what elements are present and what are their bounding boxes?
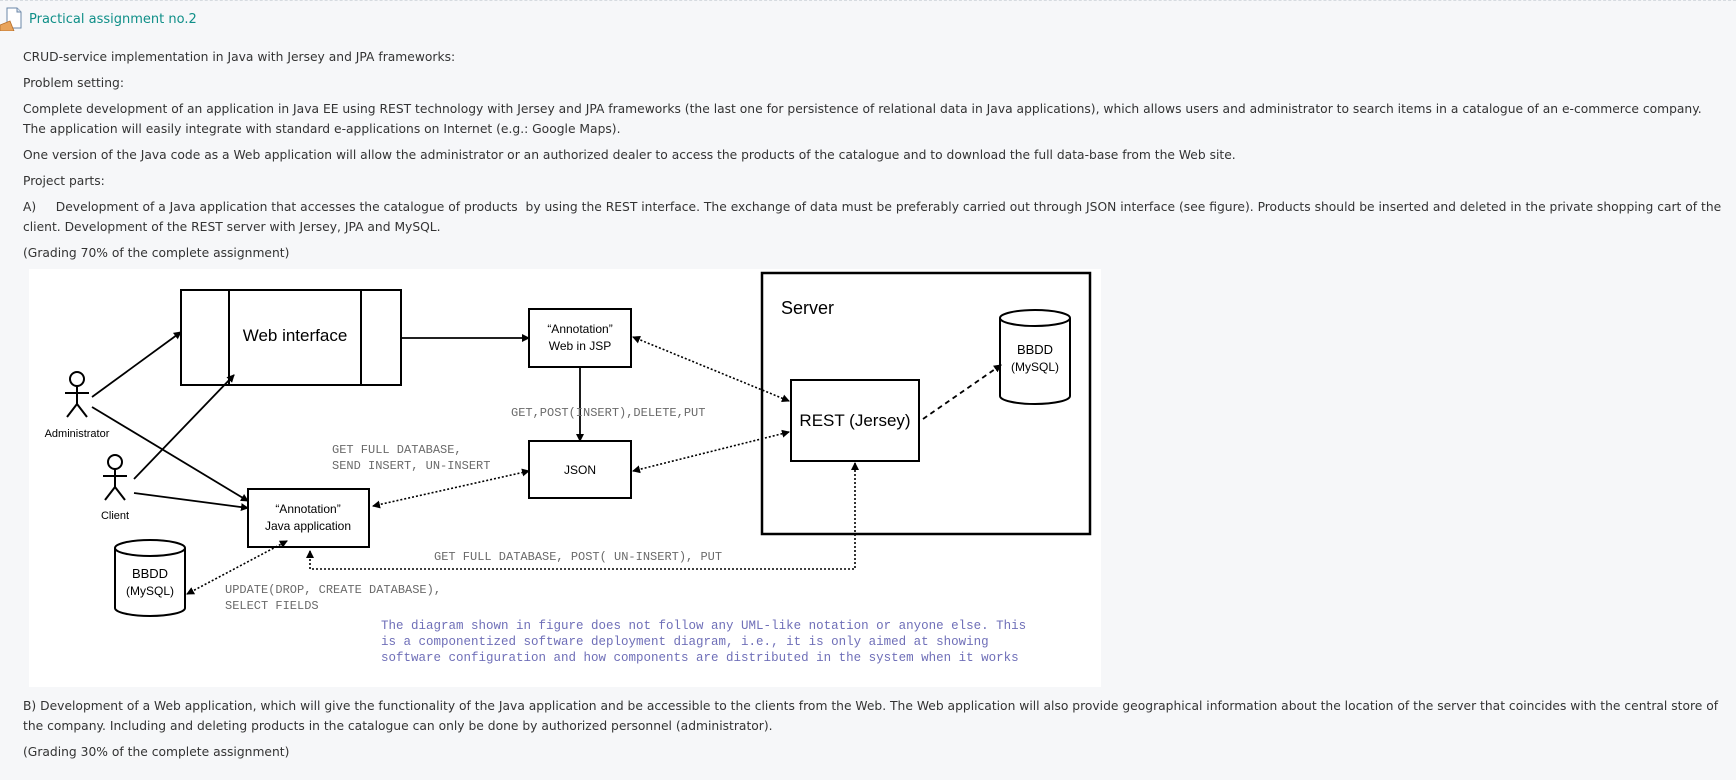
get-full-label-2: SEND INSERT, UN-INSERT [332, 459, 490, 473]
local-db-label-2: (MySQL) [126, 584, 174, 598]
part-a-grading: (Grading 70% of the complete assignment) [23, 246, 290, 260]
local-database-icon: BBDD (MySQL) [114, 539, 186, 617]
administrator-label: Administrator [45, 428, 110, 440]
rest-box: REST (Jersey) [790, 379, 920, 462]
get-full-post-label: GET FULL DATABASE, POST( UN-INSERT), PUT [434, 550, 722, 564]
json-box: JSON [528, 440, 632, 499]
diagram-note-1: The diagram shown in figure does not fol… [381, 619, 1026, 633]
assignment-title-link[interactable]: Practical assignment no.2 [29, 11, 197, 27]
server-database-icon: BBDD (MySQL) [999, 309, 1071, 405]
server-db-label-2: (MySQL) [1011, 360, 1059, 374]
rest-label: REST (Jersey) [799, 411, 910, 430]
annotation-java-label-1: “Annotation” [275, 502, 340, 516]
json-label: JSON [564, 463, 596, 477]
annotation-jsp-box: “Annotation” Web in JSP [528, 308, 632, 368]
annotation-jsp-label-2: Web in JSP [549, 339, 611, 353]
rest-to-db-arrow [922, 364, 1002, 420]
problem-setting-heading: Problem setting: [23, 76, 124, 90]
document-icon [0, 7, 22, 31]
web-interface-label: Web interface [243, 326, 348, 345]
assignment-header: Practical assignment no.2 [0, 7, 197, 31]
annotation-java-label-2: Java application [265, 519, 351, 533]
get-full-label-1: GET FULL DATABASE, [332, 443, 462, 457]
annotation-jsp-label-1: “Annotation” [547, 322, 612, 336]
part-b-description: B) Development of a Web application, whi… [23, 699, 1719, 733]
server-label: Server [781, 298, 834, 318]
local-db-label-1: BBDD [132, 566, 168, 581]
web-interface-box: Web interface [180, 289, 402, 386]
client-label: Client [101, 510, 129, 522]
problem-description: Complete development of an application i… [23, 102, 1702, 136]
top-divider [0, 0, 1736, 1]
diagram-note-3: software configuration and how component… [381, 651, 1019, 665]
diagram-note: The diagram shown in figure does not fol… [381, 619, 1026, 665]
annotation-java-box: “Annotation” Java application [247, 488, 370, 548]
solid-arrows [91, 331, 584, 512]
intro-text: CRUD-service implementation in Java with… [23, 50, 456, 64]
administrator-actor-icon [65, 371, 89, 418]
part-a-description: A) Development of a Java application tha… [23, 200, 1726, 234]
assignment-description: CRUD-service implementation in Java with… [23, 47, 1728, 768]
diagram-note-2: is a componentized software deployment d… [381, 635, 989, 649]
get-post-label: GET,POST(INSERT),DELETE,PUT [511, 406, 705, 420]
web-version-description: One version of the Java code as a Web ap… [23, 148, 1236, 162]
deployment-diagram-svg: Web interface “Annotation” Web in JSP Se… [45, 271, 1092, 665]
part-b-grading: (Grading 30% of the complete assignment) [23, 745, 290, 759]
server-db-label-1: BBDD [1017, 342, 1053, 357]
dotted-arrows [186, 335, 859, 595]
update-label-2: SELECT FIELDS [225, 599, 319, 613]
client-actor-icon [103, 454, 127, 501]
project-parts-heading: Project parts: [23, 174, 105, 188]
update-label-1: UPDATE(DROP, CREATE DATABASE), [225, 583, 441, 597]
deployment-diagram: Web interface “Annotation” Web in JSP Se… [29, 269, 1101, 687]
